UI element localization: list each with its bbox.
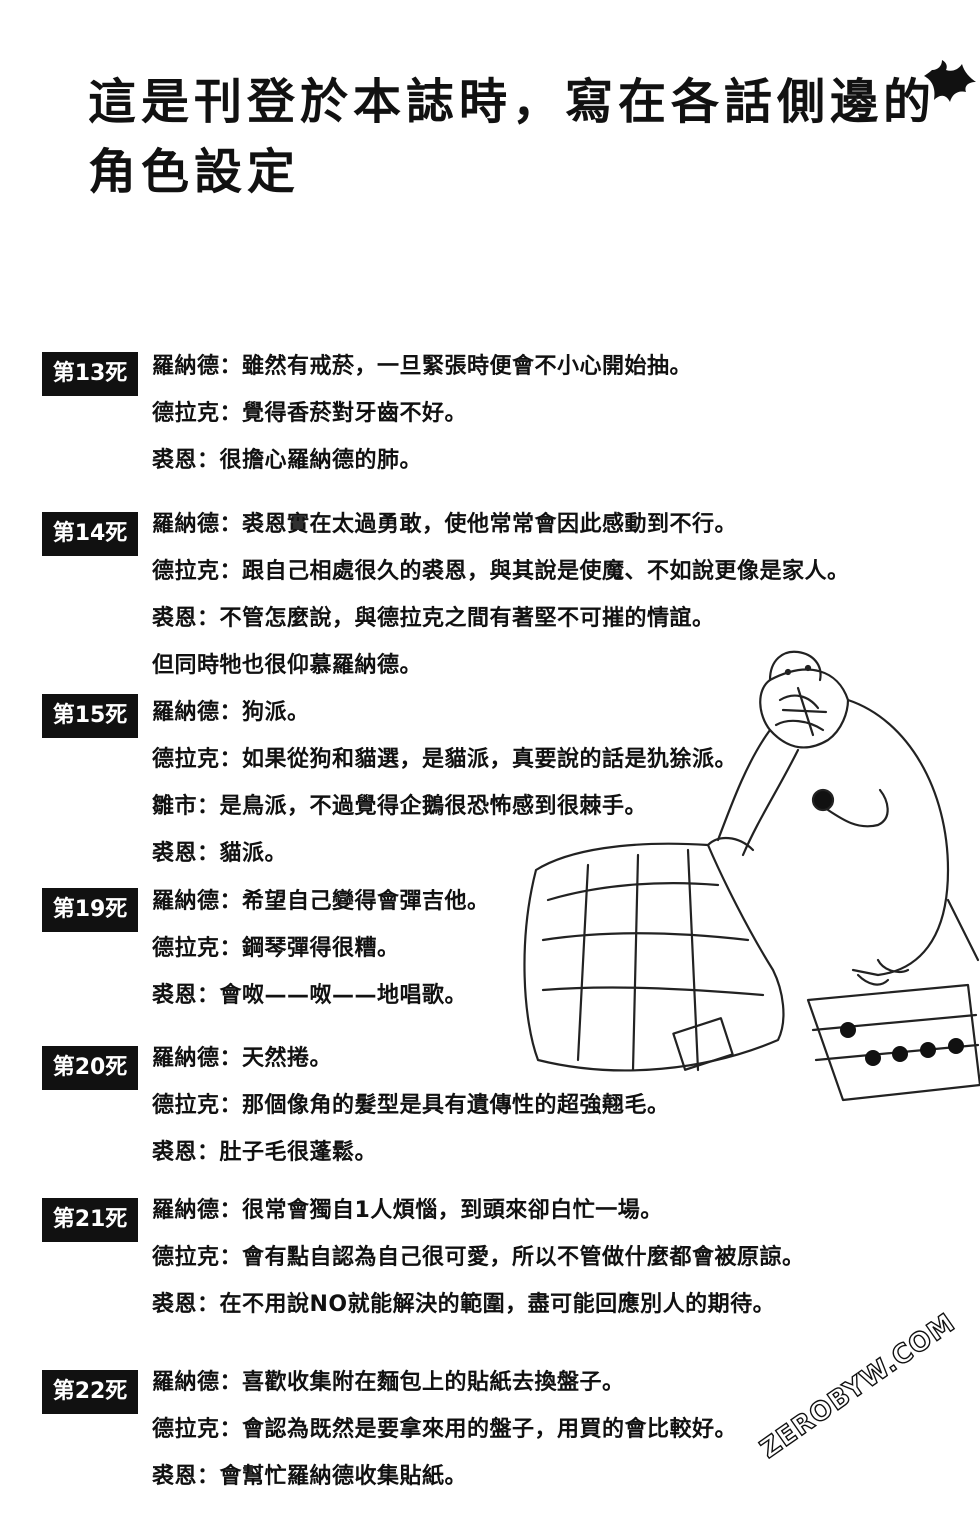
site-watermark: ZEROBYW.COM <box>754 1307 961 1465</box>
chapter-note-line: 但同時牠也很仰慕羅納德。 <box>152 653 423 678</box>
chapter-note-line: 裘恩：會呶——呶——地唱歌。 <box>152 983 468 1008</box>
chapter-badge: 第14死 <box>42 512 138 556</box>
chapter-note-line: 裘恩：貓派。 <box>152 841 288 866</box>
page-title-line-2: 角色設定 <box>88 144 301 200</box>
chapter-badge: 第21死 <box>42 1198 138 1242</box>
chapter-note-line: 羅納德：天然捲。 <box>152 1046 333 1071</box>
chapter-note-line: 羅納德：喜歡收集附在麵包上的貼紙去換盤子。 <box>152 1370 625 1395</box>
chapter-badge: 第15死 <box>42 694 138 738</box>
chapter-badge: 第13死 <box>42 352 138 396</box>
chapter-note-line: 裘恩：會幫忙羅納德收集貼紙。 <box>152 1464 468 1489</box>
chapter-note-line: 羅納德：雖然有戒菸，一旦緊張時便會不小心開始抽。 <box>152 354 693 379</box>
chapter-note-line: 德拉克：跟自己相處很久的裘恩，與其說是使魔、不如說更像是家人。 <box>152 559 850 584</box>
chapter-badge: 第19死 <box>42 888 138 932</box>
chapter-note-line: 裘恩：肚子毛很蓬鬆。 <box>152 1140 378 1165</box>
page-title-line-1: 這是刊登於本誌時，寫在各話側邊的 <box>88 74 937 130</box>
chapter-note-line: 羅納德：希望自己變得會彈吉他。 <box>152 889 490 914</box>
chapter-note-line: 德拉克：覺得香菸對牙齒不好。 <box>152 401 468 426</box>
chapter-note-line: 裘恩：不管怎麼說，與德拉克之間有著堅不可摧的情誼。 <box>152 606 715 631</box>
chapter-note-line: 德拉克：鋼琴彈得很糟。 <box>152 936 400 961</box>
chapter-note-line: 羅納德：狗派。 <box>152 700 310 725</box>
chapter-note-line: 羅納德：很常會獨自1人煩惱，到頭來卻白忙一場。 <box>152 1198 663 1223</box>
chapter-note-line: 德拉克：會認為既然是要拿來用的盤子，用買的會比較好。 <box>152 1417 738 1442</box>
chapter-badge: 第22死 <box>42 1370 138 1414</box>
chapter-note-line: 裘恩：在不用說NO就能解決的範圍，盡可能回應別人的期待。 <box>152 1292 776 1317</box>
chapter-badge: 第20死 <box>42 1046 138 1090</box>
armadillo-with-snack-bag-illustration <box>523 650 980 1102</box>
bat-icon <box>924 60 976 102</box>
chapter-note-line: 雛市：是鳥派，不過覺得企鵝很恐怖感到很棘手。 <box>152 794 648 819</box>
chapter-note-line: 德拉克：那個像角的髮型是具有遺傳性的超強翹毛。 <box>152 1093 670 1118</box>
chapter-note-line: 羅納德：裘恩實在太過勇敢，使他常常會因此感動到不行。 <box>152 512 738 537</box>
chapter-note-line: 裘恩：很擔心羅納德的肺。 <box>152 448 423 473</box>
chapter-note-line: 德拉克：會有點自認為自己很可愛，所以不管做什麼都會被原諒。 <box>152 1245 805 1270</box>
chapter-note-line: 德拉克：如果從狗和貓選，是貓派，真要說的話是犰狳派。 <box>152 747 738 772</box>
